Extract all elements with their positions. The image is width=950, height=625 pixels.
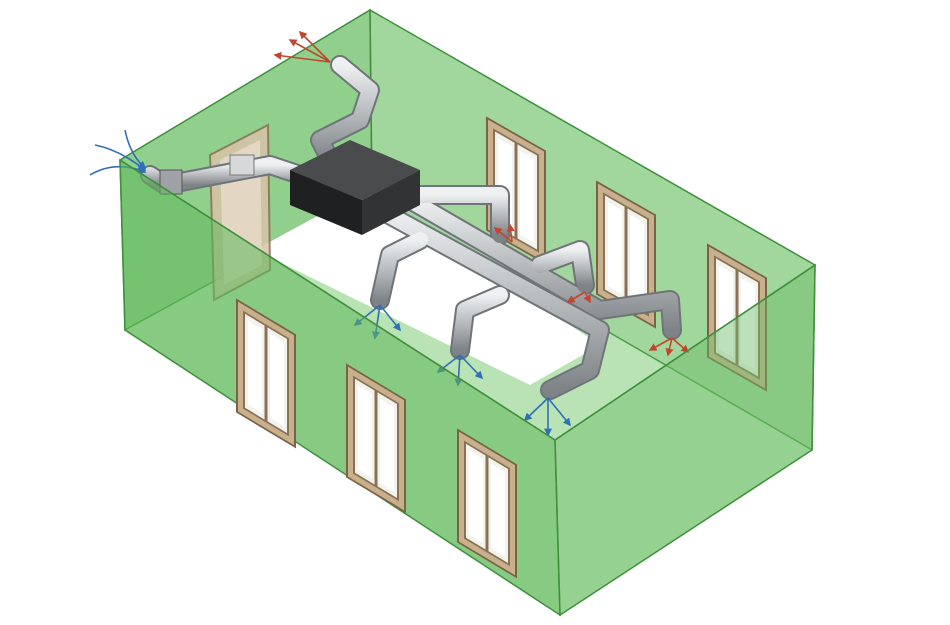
ventilation-unit [159,140,420,235]
front-walls [119,158,816,617]
floor-opening [255,190,600,385]
extract-arrows [273,30,690,357]
duct-network [140,55,682,400]
inline-box [229,154,255,176]
supply-arrows [89,129,572,437]
